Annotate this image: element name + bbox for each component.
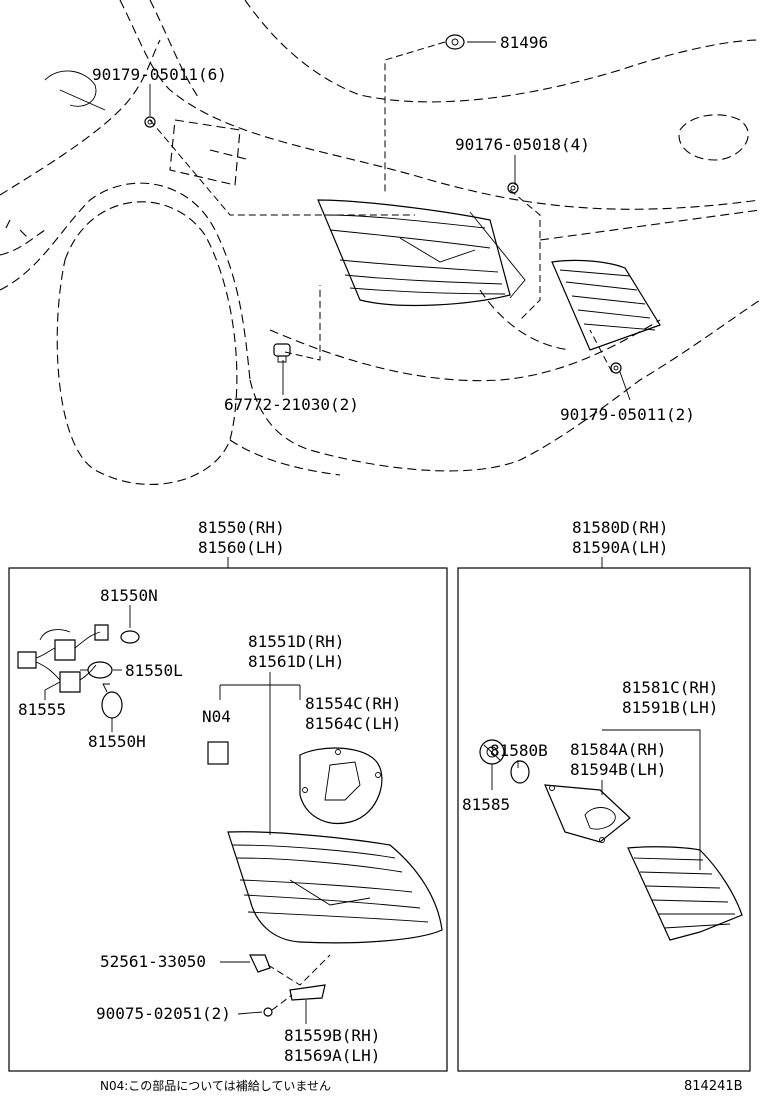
clip-52561-icon [249,954,271,973]
left-assembly-panel: 81550(RH) 81560(LH) 81550N 81555 81550L [8,518,448,1072]
label-81559B: 81559B(RH) [284,1026,380,1045]
label-sticker-N04-icon [207,741,229,765]
top-leader-lines [149,41,631,401]
callout-67772-21030: 67772-21030(2) [224,395,359,414]
callout-90176-05018: 90176-05018(4) [455,135,590,154]
label-81584A: 81584A(RH) [570,740,666,759]
right-assembly-panel: 81580D(RH) 81590A(LH) 81580B 81585 81581… [457,518,751,1072]
label-52561-33050: 52561-33050 [100,952,206,971]
callout-90179-05011-top: 90179-05011(6) [92,65,227,84]
footer-note: N04:この部品については補給していません [100,1078,331,1093]
car-body-outline [0,0,760,485]
label-81581C: 81581C(RH) [622,678,718,697]
label-N04: N04 [202,707,231,726]
gasket-81554C-icon [299,747,383,824]
bulb-81550H-icon [101,683,123,719]
bulb-81550N-icon [120,630,140,644]
screw-90075-icon [263,1007,273,1017]
label-81585: 81585 [462,795,510,814]
label-81550N: 81550N [100,586,158,605]
right-assembly-title-rh: 81580D(RH) [572,518,668,537]
label-81555: 81555 [18,700,66,719]
label-90075-02051: 90075-02051(2) [96,1004,231,1023]
bulb-81580B-icon [510,760,530,784]
nut-90179-bottom-icon [610,362,622,374]
label-81550H: 81550H [88,732,146,751]
label-81561D: 81561D(LH) [248,652,344,671]
nut-90176-icon [507,182,519,194]
callout-90179-05011-bottom: 90179-05011(2) [560,405,695,424]
tail-lamp-inner-installed [551,259,661,351]
tail-lamp-inner-81581C-icon [627,846,743,941]
figure-id: 814241B [684,1079,743,1094]
gasket-81584A-icon [544,784,631,843]
label-81580B: 81580B [490,741,548,760]
right-assembly-title-lh: 81590A(LH) [572,538,668,557]
label-81554C: 81554C(RH) [305,694,401,713]
left-assembly-title-lh: 81560(LH) [198,538,285,557]
callout-81496: 81496 [500,33,548,52]
label-81550L: 81550L [125,661,183,680]
bracket-81559B-icon [289,984,326,1001]
label-81569A: 81569A(LH) [284,1046,380,1065]
clip-67772-icon [273,343,291,363]
label-81551D: 81551D(RH) [248,632,344,651]
left-assembly-title-rh: 81550(RH) [198,518,285,537]
clip-81496-icon [445,34,465,50]
socket-harness-81555-icon [17,624,109,693]
label-81564C: 81564C(LH) [305,714,401,733]
bulb-81550L-icon [80,661,113,679]
label-81591B: 81591B(LH) [622,698,718,717]
tail-lamp-outer-installed [317,199,526,307]
nut-90179-top-icon [144,116,156,128]
label-81594B: 81594B(LH) [570,760,666,779]
tail-lamp-lens-81551D-icon [227,831,443,944]
